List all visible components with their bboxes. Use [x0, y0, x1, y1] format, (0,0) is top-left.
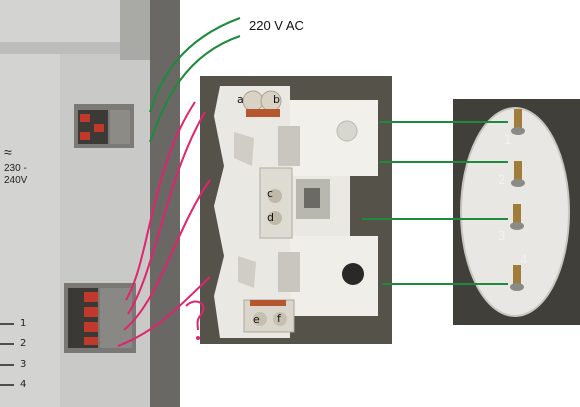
voltage-label-line1: 230 -: [4, 163, 27, 174]
contact-label-b: b: [273, 93, 280, 106]
pin-number-2: 2: [498, 173, 506, 187]
supply-voltage-label: 220 V AC: [249, 18, 304, 33]
contact-label-a: a: [237, 93, 244, 106]
contact-label-d: d: [267, 211, 274, 224]
left-terminal-number: 1: [20, 318, 27, 329]
pin-2-icon: [511, 161, 525, 187]
lamp-base-photo: 1 2 3 4: [453, 99, 580, 325]
contact-label-e: e: [253, 313, 260, 326]
contact-label-c: c: [267, 187, 274, 200]
socket-drawing: [200, 76, 392, 344]
contact-label-f: f: [277, 312, 281, 325]
pin-1-icon: [511, 109, 525, 135]
socket-photo: a b c d e f: [200, 76, 392, 344]
left-terminal-number: 3: [20, 359, 27, 370]
pin-number-3: 3: [498, 229, 506, 243]
pin-4-icon: [510, 265, 524, 291]
voltage-label-line2: 240V: [4, 175, 28, 186]
pin-number-1: 1: [504, 133, 512, 147]
pin-number-4: 4: [520, 253, 528, 267]
ballast-photo: ≈ 230 - 240V 1 2 3 4: [0, 0, 180, 407]
lamp-base-drawing: [453, 99, 580, 325]
left-terminal-number: 2: [20, 338, 27, 349]
ballast-drawing: [0, 0, 180, 407]
pin-3-icon: [510, 204, 524, 230]
ac-symbol: ≈: [4, 144, 12, 160]
left-terminal-number: 4: [20, 379, 27, 390]
